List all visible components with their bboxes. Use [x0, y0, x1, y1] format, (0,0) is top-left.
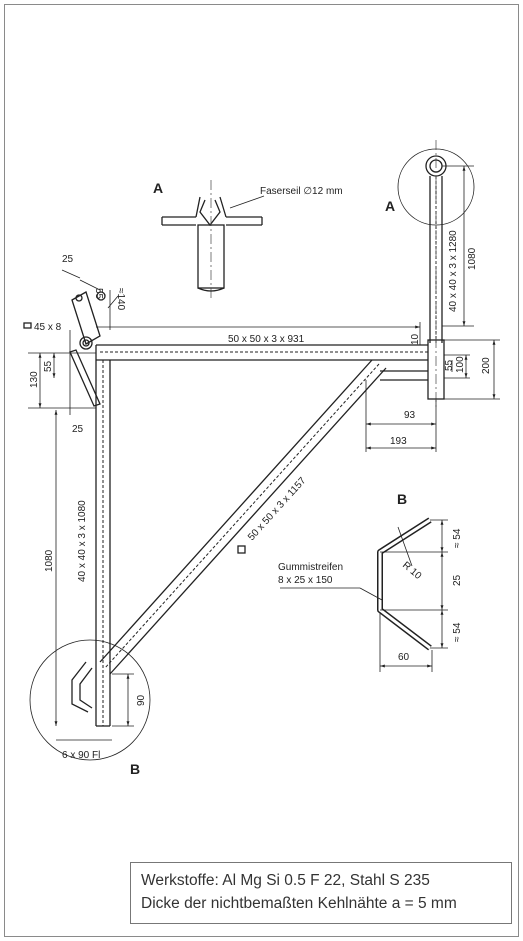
detail-b-label-top: B: [397, 491, 407, 507]
dim-60: 60: [398, 652, 410, 663]
detail-b-right: [280, 517, 448, 672]
dim-55-top: 55: [93, 288, 104, 300]
dim-193: 193: [390, 436, 407, 447]
dim-54-bottom: ≈ 54: [452, 622, 463, 642]
detail-b-label-bottom: B: [130, 761, 140, 777]
weld-thickness-line: Dicke der nichtbemaßten Kehlnähte a = 5 …: [141, 895, 457, 912]
top-beam-label: 50 x 50 x 3 x 931: [228, 334, 305, 345]
post-profile-label: 40 x 40 x 3 x 1080: [77, 500, 88, 582]
diagonal-strut: [99, 359, 387, 675]
dim-25-left: 25: [72, 424, 84, 435]
materials-line: Werkstoffe: Al Mg Si 0.5 F 22, Stahl S 2…: [141, 872, 430, 889]
plate-label: 6 x 90 Fl: [62, 750, 100, 761]
dim-55-right: 55: [444, 359, 455, 371]
dim-200: 200: [481, 357, 492, 374]
detail-a-right: [397, 140, 475, 410]
dim-25-b: 25: [452, 574, 463, 586]
hinge-detail: [23, 269, 119, 415]
dim-90: 90: [136, 694, 147, 706]
dim-93: 93: [404, 410, 416, 421]
rubber-strip-size: 8 x 25 x 150: [278, 575, 333, 586]
dim-1080-right: 1080: [467, 247, 478, 270]
drawing-frame: [4, 4, 519, 937]
top-beam: [96, 322, 428, 381]
detail-b-bottom: [29, 639, 151, 761]
dim-140: ≈140: [115, 288, 126, 311]
dim-54-top: ≈ 54: [452, 528, 463, 548]
diagonal-label: 50 x 50 x 3 x 1157: [246, 475, 309, 543]
detail-a-label-right: A: [385, 198, 395, 214]
right-dimensions: [365, 339, 500, 452]
rope-label: Faserseil ∅12 mm: [260, 186, 343, 197]
mast-profile-label: 40 x 40 x 3 x 1280: [448, 230, 459, 312]
dim-55-left: 55: [43, 360, 54, 372]
dim-130: 130: [29, 371, 40, 388]
dim-25-top: 25: [62, 254, 74, 265]
detail-a-label-left: A: [153, 180, 163, 196]
dim-100: 100: [455, 356, 466, 373]
rubber-strip-label: Gummistreifen: [278, 562, 343, 573]
left-post: [54, 345, 111, 727]
materials-note-box: Werkstoffe: Al Mg Si 0.5 F 22, Stahl S 2…: [130, 862, 512, 924]
dim-1080-left: 1080: [44, 549, 55, 572]
radius-label: R 10: [400, 560, 424, 582]
detail-a-left: [161, 180, 265, 300]
dim-45x8: 45 x 8: [34, 322, 62, 333]
dim-10: 10: [410, 333, 421, 345]
